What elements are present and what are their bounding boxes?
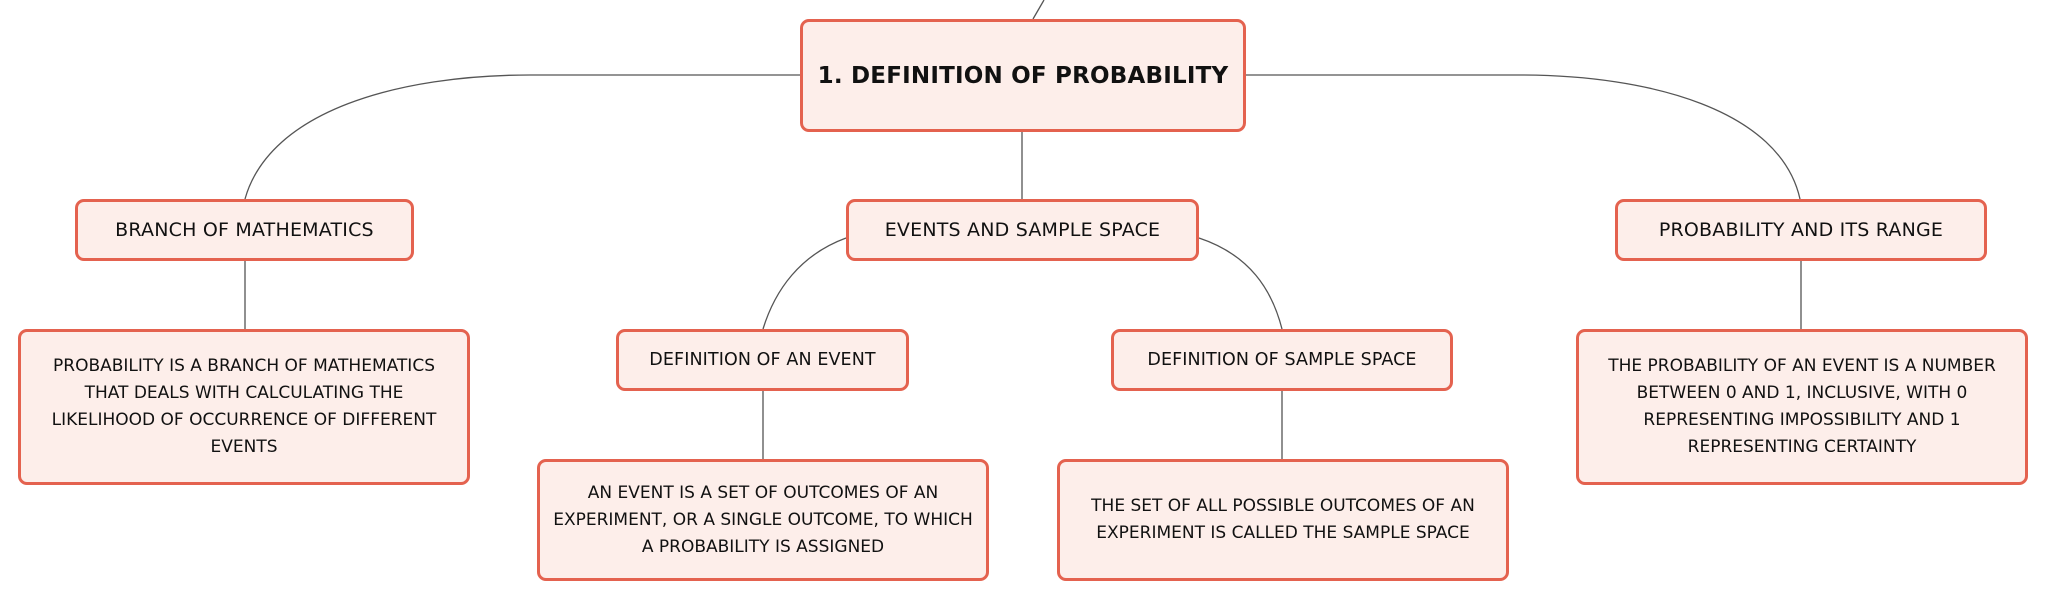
detail-branch-of-mathematics[interactable]: PROBABILITY IS A BRANCH OF MATHEMATICS T…	[18, 329, 470, 485]
topic-events-and-sample-space[interactable]: EVENTS AND SAMPLE SPACE	[846, 199, 1199, 261]
root-topic-node[interactable]: 1. DEFINITION OF PROBABILITY	[800, 19, 1246, 132]
connector-root-to-branch	[244, 74, 800, 200]
topic-branch-label: BRANCH OF MATHEMATICS	[115, 219, 374, 241]
detail-definition-of-sample-space[interactable]: THE SET OF ALL POSSIBLE OUTCOMES OF AN E…	[1057, 459, 1509, 581]
subtopic-event-label: DEFINITION OF AN EVENT	[649, 350, 876, 370]
subtopic-definition-of-sample-space[interactable]: DEFINITION OF SAMPLE SPACE	[1111, 329, 1453, 391]
topic-events-label: EVENTS AND SAMPLE SPACE	[884, 219, 1161, 241]
connector-root-to-range	[1246, 74, 1801, 200]
connector-events-to-def-event	[762, 237, 847, 330]
detail-range-text: THE PROBABILITY OF AN EVENT IS A NUMBER …	[1608, 356, 1996, 457]
detail-event-text: AN EVENT IS A SET OF OUTCOMES OF AN EXPE…	[553, 482, 973, 557]
topic-branch-of-mathematics[interactable]: BRANCH OF MATHEMATICS	[75, 199, 414, 261]
subtopic-sample-label: DEFINITION OF SAMPLE SPACE	[1147, 350, 1417, 370]
connector-events-to-def-sample	[1198, 237, 1283, 330]
subtopic-definition-of-an-event[interactable]: DEFINITION OF AN EVENT	[616, 329, 909, 391]
detail-sample-text: THE SET OF ALL POSSIBLE OUTCOMES OF AN E…	[1091, 496, 1475, 543]
connector-parent-stub	[1032, 0, 1045, 20]
topic-probability-and-its-range[interactable]: PROBABILITY AND ITS RANGE	[1615, 199, 1987, 261]
root-topic-label: 1. DEFINITION OF PROBABILITY	[817, 62, 1229, 89]
topic-range-label: PROBABILITY AND ITS RANGE	[1658, 219, 1944, 241]
detail-definition-of-an-event[interactable]: AN EVENT IS A SET OF OUTCOMES OF AN EXPE…	[537, 459, 989, 581]
detail-probability-and-its-range[interactable]: THE PROBABILITY OF AN EVENT IS A NUMBER …	[1576, 329, 2028, 485]
detail-branch-text: PROBABILITY IS A BRANCH OF MATHEMATICS T…	[51, 356, 437, 457]
